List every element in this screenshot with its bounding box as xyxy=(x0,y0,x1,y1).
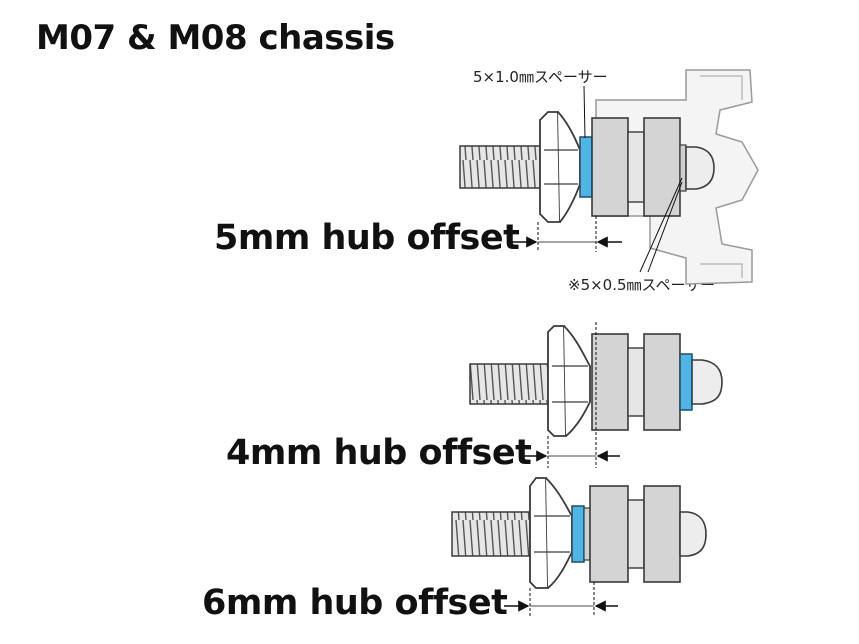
nut-dome xyxy=(691,359,723,405)
hex-flange xyxy=(547,325,567,437)
offset-label-6mm: 6mm hub offset xyxy=(202,583,508,623)
assembly-6mm xyxy=(451,477,707,616)
nut-dome xyxy=(685,146,715,190)
hex-flange xyxy=(539,111,561,223)
threaded-stud xyxy=(459,145,541,189)
bearing-inner xyxy=(643,333,681,431)
nut-dome xyxy=(679,511,707,557)
spacer-1mm xyxy=(571,505,585,563)
assembly-4mm xyxy=(469,322,723,468)
bearing-inner xyxy=(643,485,681,583)
offset-label-5mm: 5mm hub offset xyxy=(214,218,520,258)
spacer-1mm-callout: 5×1.0㎜スペーサー xyxy=(473,68,608,86)
bearing-outer xyxy=(591,333,629,431)
hex-flange xyxy=(529,477,549,589)
assembly-5mm xyxy=(459,69,759,285)
spacer-1mm xyxy=(679,353,693,411)
bearing-outer xyxy=(591,117,629,217)
offset-label-4mm: 4mm hub offset xyxy=(226,433,532,473)
spacer-05mm xyxy=(583,507,591,561)
spacer-05mm-callout: ※5×0.5㎜スペーサー xyxy=(568,276,716,294)
bearing-outer xyxy=(589,485,629,583)
diagram-title: M07 & M08 chassis xyxy=(36,18,395,58)
threaded-stud xyxy=(469,363,549,405)
threaded-stud xyxy=(451,511,531,557)
spacer-1mm xyxy=(579,136,593,198)
